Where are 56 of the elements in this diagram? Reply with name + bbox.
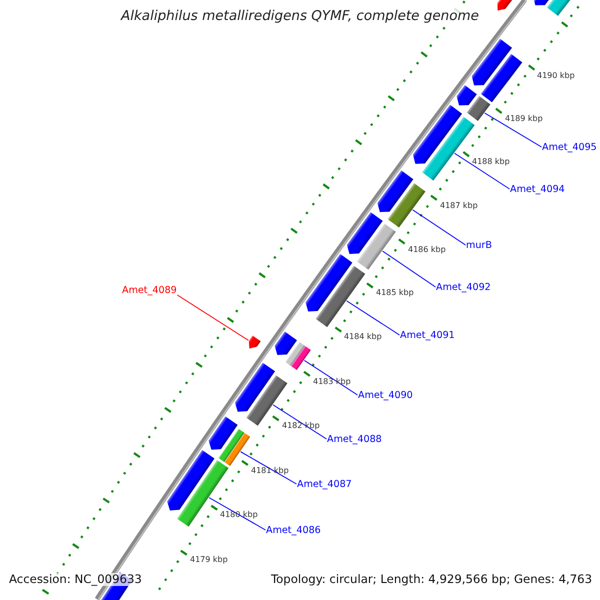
gene-label: murB xyxy=(466,240,492,252)
leader-line xyxy=(176,294,249,341)
tick-label: 4186 kbp xyxy=(408,245,446,254)
gene-label: Amet_4086 xyxy=(266,525,321,536)
leader-line xyxy=(346,300,400,336)
accession-text: Accession: NC_009633 xyxy=(9,573,142,586)
gene-bar xyxy=(218,428,250,466)
leader-line xyxy=(484,112,542,148)
gene-label: Amet_4095 xyxy=(542,142,597,154)
leader-line xyxy=(240,451,297,484)
gene-block xyxy=(306,254,352,312)
tick-label: 4188 kbp xyxy=(472,157,510,166)
tick-label: 4185 kbp xyxy=(376,288,414,298)
title: Alkaliphilus metalliredigens QYMF, complete genome xyxy=(121,8,479,26)
leader-line xyxy=(208,497,266,530)
leader-line xyxy=(454,152,510,190)
tick-label: 4179 kbp xyxy=(190,555,228,564)
gene-bar xyxy=(388,183,426,228)
gene-block xyxy=(534,0,549,6)
gene-bar xyxy=(285,342,311,370)
gene-label: Amet_4094 xyxy=(510,184,565,196)
gene-bar xyxy=(546,0,570,16)
gene-label: Amet_4087 xyxy=(297,479,352,490)
gene-block xyxy=(167,450,214,511)
gene-label: Amet_4092 xyxy=(436,282,491,294)
gene-block xyxy=(497,0,512,11)
leader-line xyxy=(304,360,358,396)
gene-block xyxy=(412,104,462,164)
gene-block xyxy=(248,336,261,349)
tick-label: 4189 kbp xyxy=(505,114,543,124)
leader-line xyxy=(382,250,436,288)
gene-block xyxy=(346,212,383,254)
tick-label: 4187 kbp xyxy=(440,201,478,210)
gene-bar xyxy=(480,54,522,102)
gene-block xyxy=(234,362,276,412)
tick-label: 4180 kbp xyxy=(220,510,258,520)
genome-summary-text: Topology: circular; Length: 4,929,566 bp; Genes: 4,763 xyxy=(271,573,592,586)
tick-label: 4182 kbp xyxy=(282,421,320,430)
gene-bar xyxy=(316,266,366,328)
tick-label: 4183 kbp xyxy=(313,377,351,386)
gene-label: Amet_4091 xyxy=(400,330,455,342)
gene-block xyxy=(456,85,477,106)
gene-label: Amet_4089 xyxy=(122,285,177,296)
gene-label: Amet_4088 xyxy=(327,434,382,446)
gene-block xyxy=(274,332,297,356)
tick-label: 4181 kbp xyxy=(251,466,289,476)
tick-label: 4190 kbp xyxy=(537,71,575,80)
gene-label: Amet_4090 xyxy=(358,390,413,402)
tick-label: 4184 kbp xyxy=(344,332,382,342)
gene-block xyxy=(472,38,512,86)
leader-line xyxy=(412,209,466,246)
leader-line xyxy=(272,404,327,440)
gene-bar xyxy=(466,96,490,121)
gene-block xyxy=(377,170,414,212)
gene-bar xyxy=(356,224,396,270)
gene-block xyxy=(208,416,238,450)
